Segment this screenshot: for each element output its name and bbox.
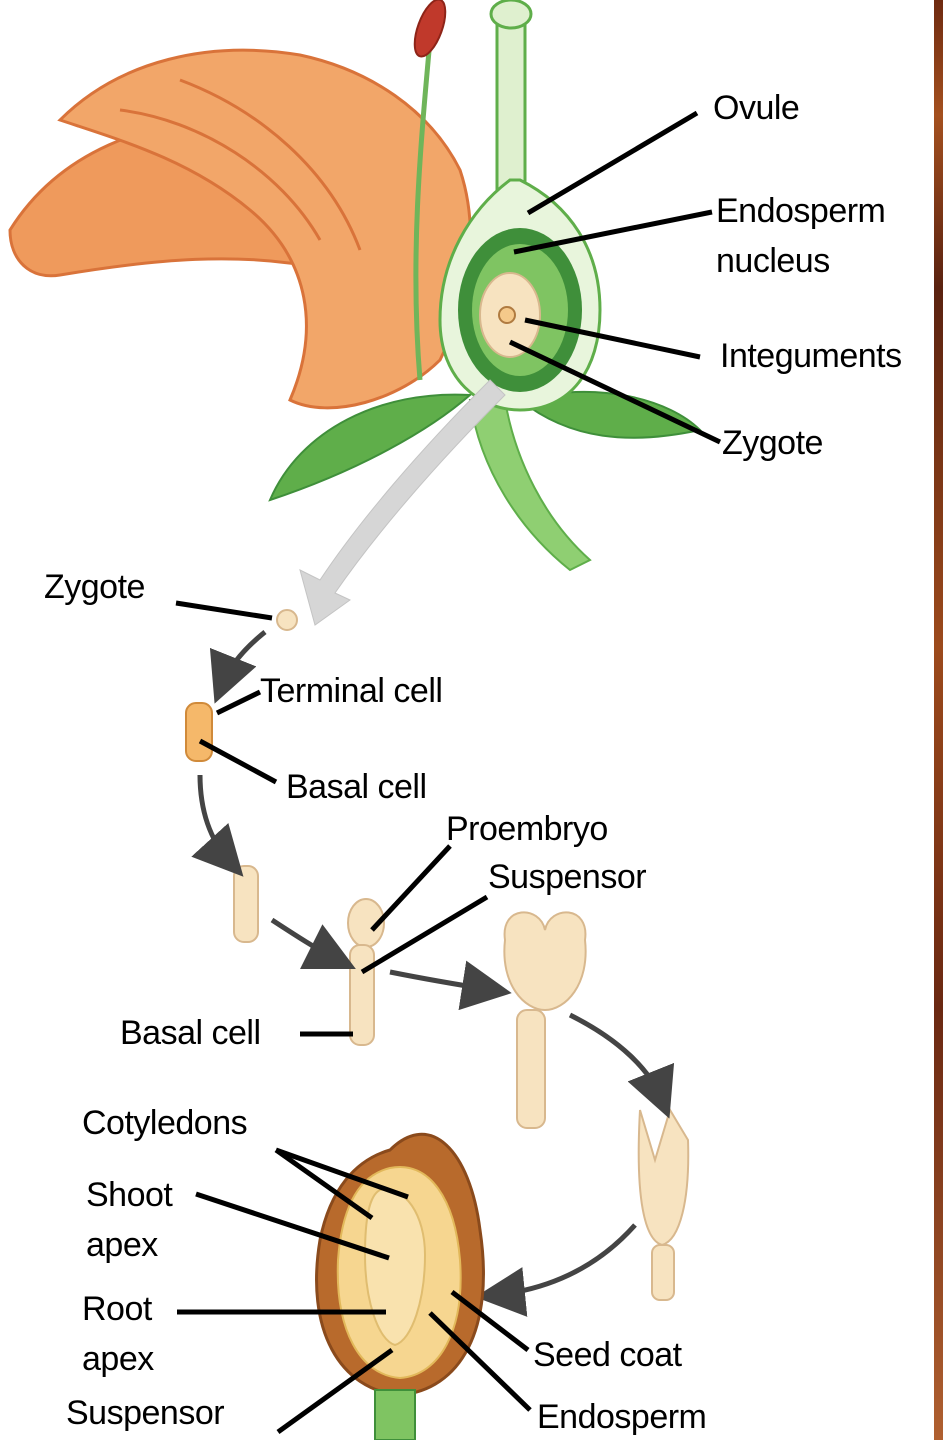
label-terminal-cell: Terminal cell — [260, 674, 442, 708]
label-seed-coat: Seed coat — [533, 1338, 682, 1372]
label-ovule: Ovule — [713, 91, 799, 125]
globular-embryo — [504, 912, 585, 1010]
stigma — [491, 0, 531, 28]
label-cotyledons: Cotyledons — [82, 1106, 247, 1140]
label-shoot-apex-line2: apex — [86, 1228, 158, 1262]
mature-seed — [317, 1134, 484, 1440]
label-shoot-apex-line1: Shoot — [86, 1178, 172, 1212]
zygote-cell — [499, 307, 515, 323]
label-suspensor-2: Suspensor — [66, 1396, 224, 1430]
label-endosperm-nucleus-line1: Endosperm — [716, 194, 885, 228]
label-zygote-top: Zygote — [722, 426, 823, 460]
suspensor-cells — [350, 945, 374, 1045]
label-integuments: Integuments — [720, 339, 902, 373]
label-endosperm: Endosperm — [537, 1400, 706, 1434]
label-zygote: Zygote — [44, 570, 145, 604]
seed-stalk — [375, 1390, 415, 1440]
style — [497, 20, 525, 200]
label-root-apex-line1: Root — [82, 1292, 152, 1326]
label-basal-cell-1: Basal cell — [286, 770, 427, 804]
torpedo-embryo — [639, 1110, 689, 1245]
two-cell-stage — [186, 703, 212, 761]
slide-edge-border — [934, 0, 943, 1440]
early-embryo — [234, 866, 258, 942]
label-proembryo: Proembryo — [446, 812, 608, 846]
flower-illustration — [10, 0, 700, 625]
label-suspensor-1: Suspensor — [488, 860, 646, 894]
zygote-small — [277, 610, 297, 630]
label-basal-cell-2: Basal cell — [120, 1016, 261, 1050]
label-endosperm-nucleus-line2: nucleus — [716, 244, 830, 278]
anther — [408, 0, 451, 60]
label-root-apex-line2: apex — [82, 1342, 154, 1376]
